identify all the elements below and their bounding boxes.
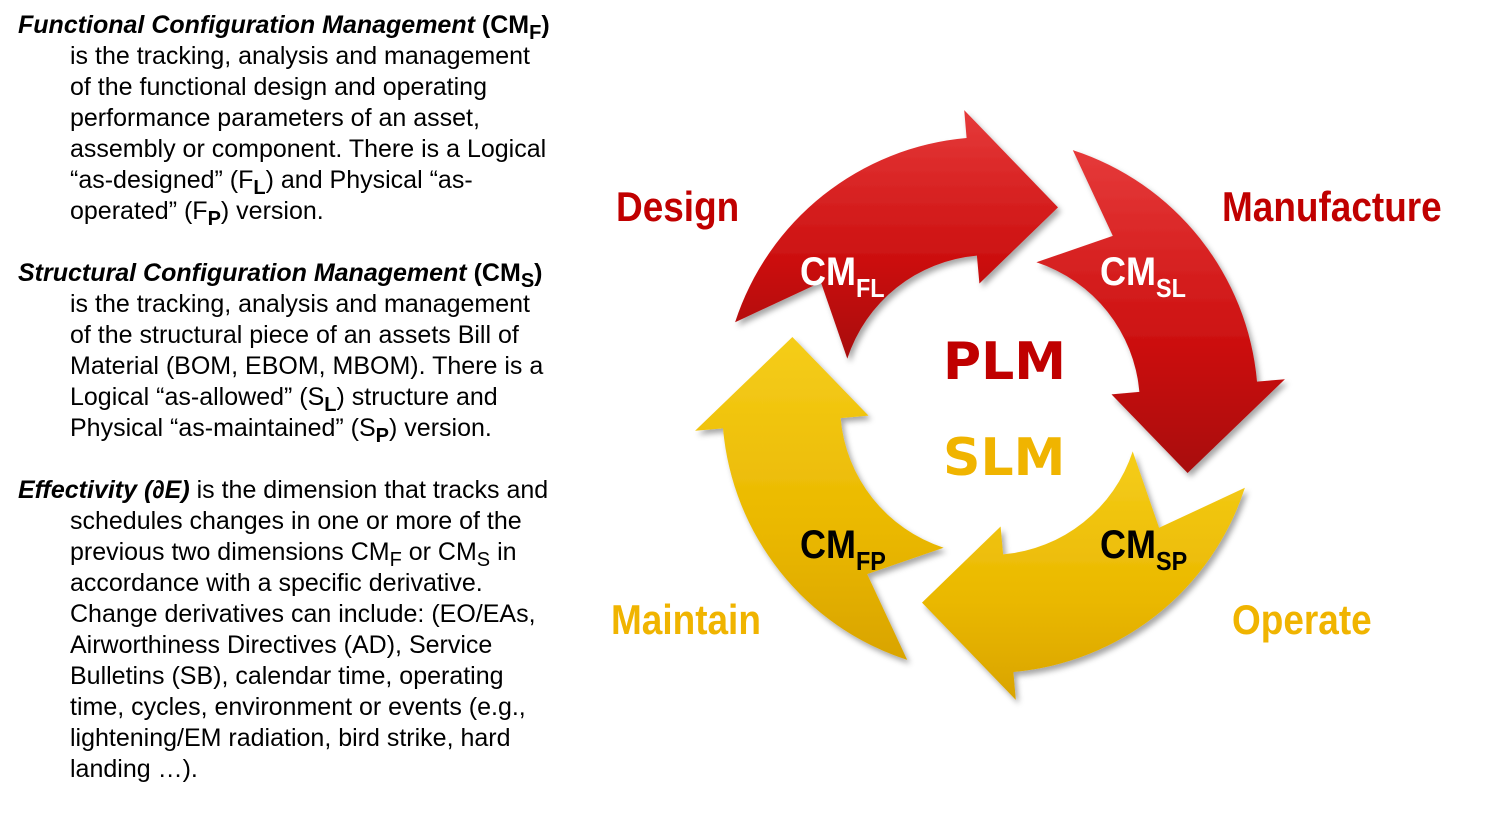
structural-cm-paragraph: Structural Configuration Management (CMS… [18,259,544,447]
effectivity-paragraph: Effectivity (∂E) is the dimension that t… [18,476,549,783]
functional-cm-heading: Functional Configuration Management [18,11,475,39]
arrow-maintain-to-design [695,337,944,660]
center-slm-label: SLM [943,428,1066,488]
cm-fl-label: CMFL [800,250,885,303]
stage-design-label: Design [616,183,740,230]
stage-operate-label: Operate [1232,596,1372,643]
cm-sl-label: CMSL [1100,250,1186,303]
center-plm-label: PLM [943,332,1066,392]
effectivity-heading: Effectivity (∂E) [18,476,190,504]
structural-cm-heading: Structural Configuration Management [18,259,467,287]
stage-manufacture-label: Manufacture [1222,183,1442,230]
description-text: Functional Configuration Management (CMF… [18,10,618,816]
arrow-operate-to-maintain [922,451,1245,700]
arrow-design-to-manufacture [735,110,1058,359]
arrow-manufacture-to-operate [1036,150,1285,473]
cm-sp-label: CMSP [1100,523,1188,576]
functional-cm-paragraph: Functional Configuration Management (CMF… [18,11,550,230]
cm-fp-label: CMFP [800,523,886,576]
stage-maintain-label: Maintain [611,596,761,643]
lifecycle-diagram [695,110,1285,700]
